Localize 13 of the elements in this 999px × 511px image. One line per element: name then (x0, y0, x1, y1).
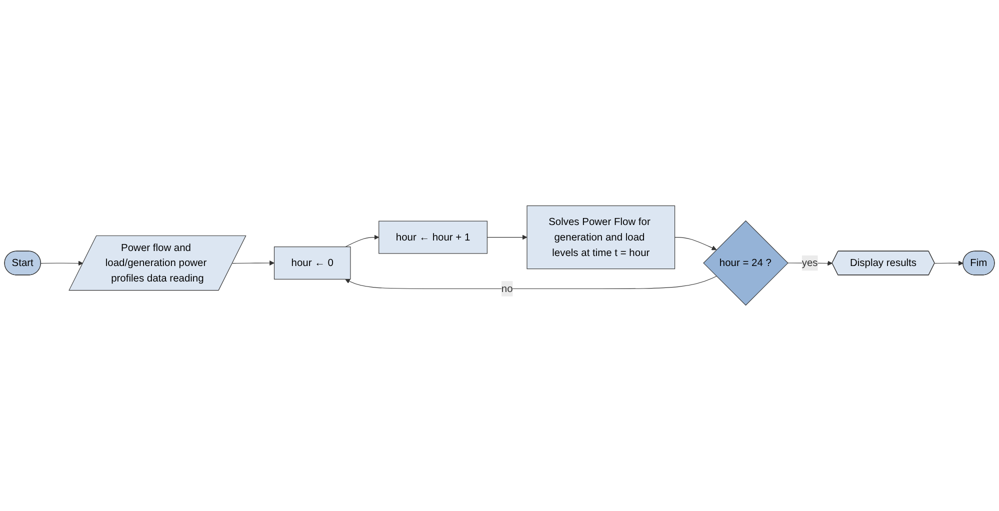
edge-label: yes (802, 257, 818, 268)
node-box: Solves Power Flow for generation and load levels at time t = hour (526, 205, 676, 270)
arrow (486, 234, 528, 240)
arrow (674, 237, 717, 250)
arrow (345, 234, 380, 248)
edge-label: no (501, 282, 513, 294)
arrow (232, 260, 274, 266)
arrow (345, 276, 717, 290)
arrow (934, 260, 964, 266)
node-box: hour ← hour + 1 (378, 220, 488, 254)
arrow (40, 260, 84, 266)
node-diamond: hour = 24 ? (703, 220, 788, 306)
node-box: hour ← 0 (274, 246, 351, 280)
